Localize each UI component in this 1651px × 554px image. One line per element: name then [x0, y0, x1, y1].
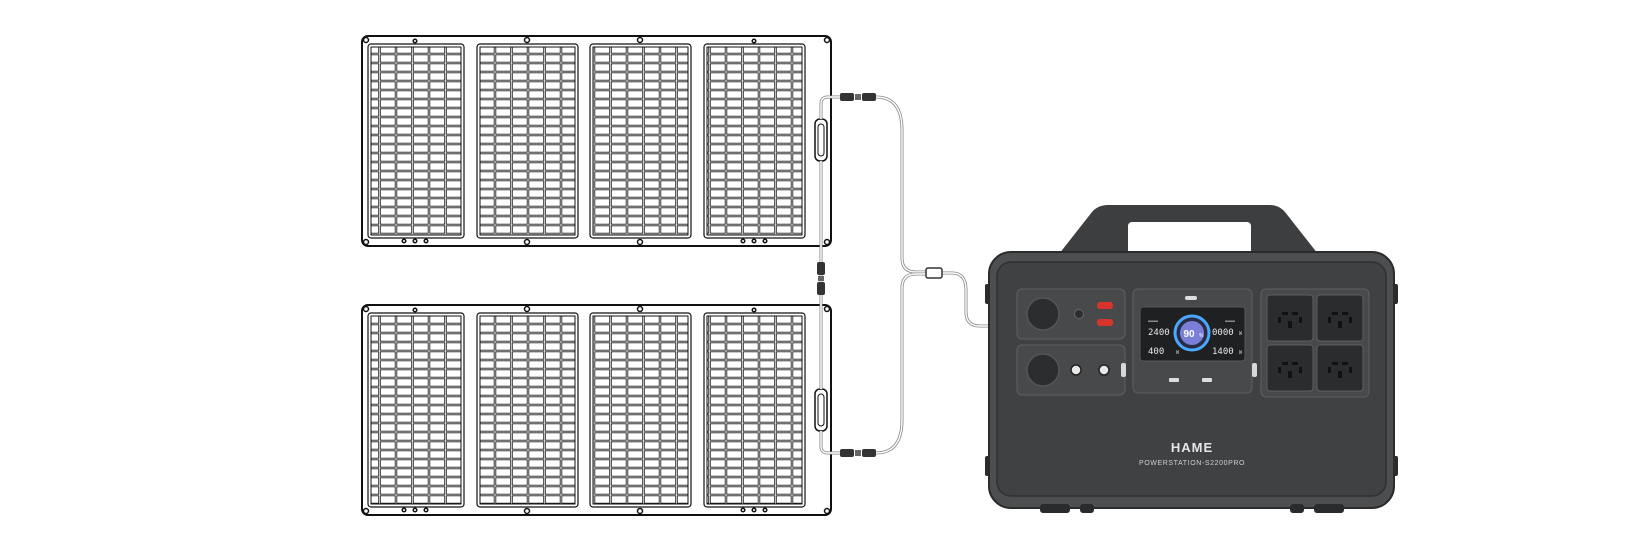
mc4-connector-bottom — [840, 449, 876, 457]
battery-percent: 90 — [1183, 329, 1195, 340]
series-connector — [817, 262, 825, 295]
panel-section — [703, 43, 806, 239]
ac-outlet[interactable] — [1316, 344, 1364, 392]
lcd-left-top: 2400 — [1148, 328, 1170, 338]
solar-panel-top — [361, 35, 832, 247]
panel-section — [476, 43, 579, 239]
lcd-unit: W — [1239, 350, 1243, 356]
usb-a-port[interactable] — [1169, 378, 1179, 382]
lcd-right-top: 0000 — [1212, 328, 1234, 338]
lcd-unit: W — [1176, 350, 1180, 356]
y-branch-connector — [925, 267, 943, 279]
power-station: ▬▬ ▬▬ 2400 400 0000 1400 W W W W 90 % HA… — [985, 205, 1398, 513]
ac-outlet[interactable] — [1316, 294, 1364, 342]
junction-box — [814, 118, 828, 162]
carry-handle — [1059, 205, 1318, 256]
display-panel: ▬▬ ▬▬ 2400 400 0000 1400 W W W W 90 % — [1132, 288, 1257, 394]
model-name: POWERSTATION-S2200PRO — [1139, 460, 1245, 467]
ac-outlets-panel — [1260, 288, 1370, 398]
reset-button[interactable] — [1070, 364, 1082, 376]
ac-input-port[interactable] — [1026, 353, 1060, 387]
svg-text:▬▬: ▬▬ — [1148, 318, 1158, 324]
lcd-right-bottom: 1400 — [1212, 347, 1234, 357]
junction-box — [814, 388, 828, 432]
lcd-unit: W — [1239, 331, 1243, 337]
input-indicator-red — [1097, 302, 1113, 309]
reset-button[interactable] — [1098, 364, 1110, 376]
solar-input-panel — [1016, 288, 1126, 340]
ac-outlet[interactable] — [1266, 344, 1314, 392]
battery-percent-unit: % — [1199, 333, 1204, 339]
panel-section — [367, 43, 465, 239]
panel-section — [703, 312, 806, 508]
brand-logo: HAME — [1171, 440, 1213, 455]
panel-section — [589, 43, 692, 239]
panel-section — [476, 312, 579, 508]
panel-section — [367, 312, 465, 508]
usb-a-port[interactable] — [1202, 378, 1212, 382]
lcd-left-bottom: 400 — [1148, 347, 1164, 357]
panel-section — [589, 312, 692, 508]
solar-panel-bottom — [361, 304, 832, 516]
usb-c-port[interactable] — [1185, 296, 1197, 300]
ac-outlet[interactable] — [1266, 294, 1314, 342]
mc4-connector-top — [840, 93, 876, 101]
input-indicator-red — [1097, 319, 1113, 326]
dc-input-port[interactable] — [1026, 297, 1060, 331]
ac-input-panel — [1016, 344, 1126, 396]
svg-text:▬▬: ▬▬ — [1225, 318, 1235, 324]
